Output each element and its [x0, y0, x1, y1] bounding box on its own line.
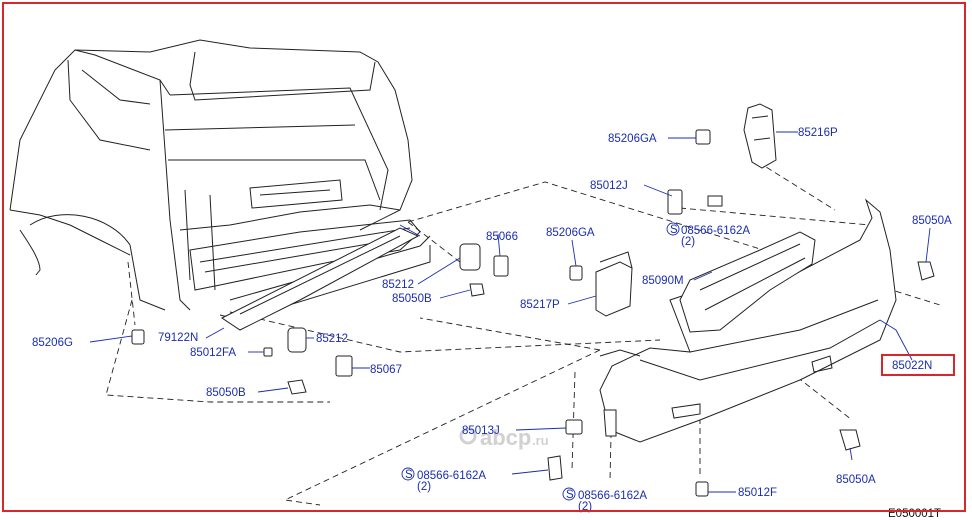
fasteners	[131, 129, 935, 497]
label-08566-6162a-bottom: 08566-6162A	[578, 490, 647, 502]
assembly-lines	[105, 161, 941, 506]
label-85206g: 85206G	[32, 337, 73, 349]
screw-symbol-left: S	[401, 467, 415, 481]
label-85067: 85067	[370, 364, 402, 376]
label-79122n: 79122N	[158, 332, 198, 344]
label-85012j: 85012J	[590, 180, 628, 192]
label-85050b-lower: 85050B	[206, 387, 246, 399]
label-85206ga-mid: 85206GA	[546, 227, 595, 239]
watermark: abcp .ru	[459, 425, 549, 450]
label-85050b-upper: 85050B	[392, 293, 432, 305]
label-85050a-right: 85050A	[912, 215, 952, 227]
energy-absorber	[679, 231, 816, 333]
label-85217p: 85217P	[520, 299, 560, 311]
label-85012fa: 85012FA	[190, 347, 236, 359]
label-85013j: 85013J	[462, 425, 500, 437]
label-85090m: 85090M	[642, 275, 684, 287]
label-08566-6162a-left: 08566-6162A	[417, 470, 486, 482]
diagram-frame	[2, 2, 966, 512]
svg-text:S: S	[405, 469, 413, 481]
label-qty-upper: (2)	[681, 236, 695, 248]
label-85050a-lower: 85050A	[836, 474, 876, 486]
bracket-85216p	[743, 103, 777, 169]
label-qty-left: (2)	[417, 481, 431, 493]
screw-symbol-bottom: S	[562, 487, 576, 501]
label-85216p: 85216P	[798, 127, 838, 139]
label-85212-upper: 85212	[382, 279, 414, 291]
rear-bumper-fascia	[599, 198, 897, 443]
svg-text:S: S	[670, 224, 678, 236]
screw-symbol-upper: S	[666, 222, 680, 236]
highlight-box-85022n	[881, 354, 955, 376]
label-85022n: 85022N	[892, 360, 932, 372]
watermark-domain: .ru	[532, 433, 549, 448]
label-85012f: 85012F	[738, 487, 777, 499]
bumper-retainer	[221, 227, 420, 331]
bracket-85217p	[595, 251, 633, 317]
label-85212-lower: 85212	[316, 333, 348, 345]
label-08566-6162a-upper: 08566-6162A	[681, 225, 750, 237]
svg-text:S: S	[566, 489, 574, 501]
watermark-brand: abcp	[480, 425, 531, 450]
label-85206ga-upper: 85206GA	[608, 133, 657, 145]
leader-lines	[89, 131, 931, 493]
label-85066: 85066	[486, 231, 518, 243]
part-labels: 85206GA 85216P 85012J S 08566-6162A (2) …	[32, 127, 955, 513]
